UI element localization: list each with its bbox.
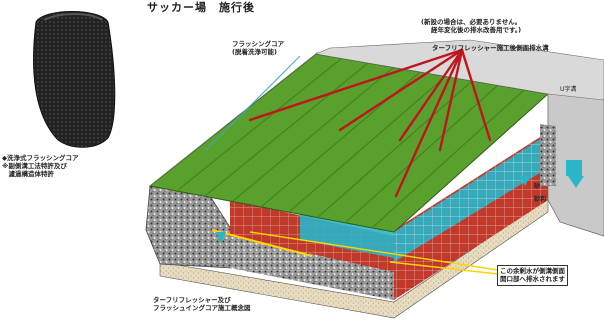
turf-back-edge <box>150 50 320 186</box>
product-caption-line: 濾過構造体特許 <box>2 170 55 179</box>
flushing-core-label: フラッシングコア (脱着洗浄可能) <box>232 40 284 56</box>
product-caption: ◆洗浄式フラッシングコア ※副側溝工法特許及び 濾過構造体特許 <box>2 154 79 178</box>
water-front-layer <box>300 210 394 258</box>
gravel-label: 砂利 <box>534 196 547 203</box>
diagram-caption-line: フラッシュイングコア施工概念図 <box>153 304 251 313</box>
u-trench-label: U字溝 <box>560 86 577 93</box>
sand-label: 砂 <box>534 183 541 190</box>
turf-stripes <box>177 57 525 229</box>
water-flow-arrows <box>216 176 584 244</box>
product-caption-line: ※副側溝工法特許及び <box>2 162 67 171</box>
diagram-title: サッカー場 施行後 <box>147 1 255 14</box>
flushing-core-rods <box>248 48 492 198</box>
callout-leaders <box>249 231 499 275</box>
drain-gravel-fill <box>540 124 556 186</box>
drain-flow-line <box>211 229 313 257</box>
side-drain-label: ターフリフレッシャー施工後側面排水溝 <box>432 44 549 52</box>
right-side-grid <box>394 132 548 300</box>
drain-outlet-water <box>566 160 582 176</box>
core-label-leader <box>205 55 301 151</box>
flushing-core-label-line: フラッシングコア <box>232 40 284 48</box>
note-line: (新設の場合は、必要ありません。 <box>421 18 522 26</box>
flushing-core-image <box>33 11 116 148</box>
drainage-callout: この余剰水が側溝側面 開口部へ排水されます <box>497 265 568 286</box>
diagram-caption: ターフリフレッシャー及び フラッシュイングコア施工概念図 <box>153 296 251 312</box>
diagram-caption-line: ターフリフレッシャー及び <box>153 296 231 304</box>
product-caption-line: ◆洗浄式フラッシングコア <box>2 154 79 162</box>
flushing-core-label-line: (脱着洗浄可能) <box>232 48 277 57</box>
note-line: 経年変化後の排水改善用です。) <box>431 26 522 35</box>
sand-base-layer <box>159 197 549 319</box>
callout-line: この余剰水が側溝側面 <box>500 267 565 275</box>
callout-line: 開口部へ排水されます <box>500 275 565 284</box>
note-text: (新設の場合は、必要ありません。 経年変化後の排水改善用です。) <box>421 18 521 35</box>
